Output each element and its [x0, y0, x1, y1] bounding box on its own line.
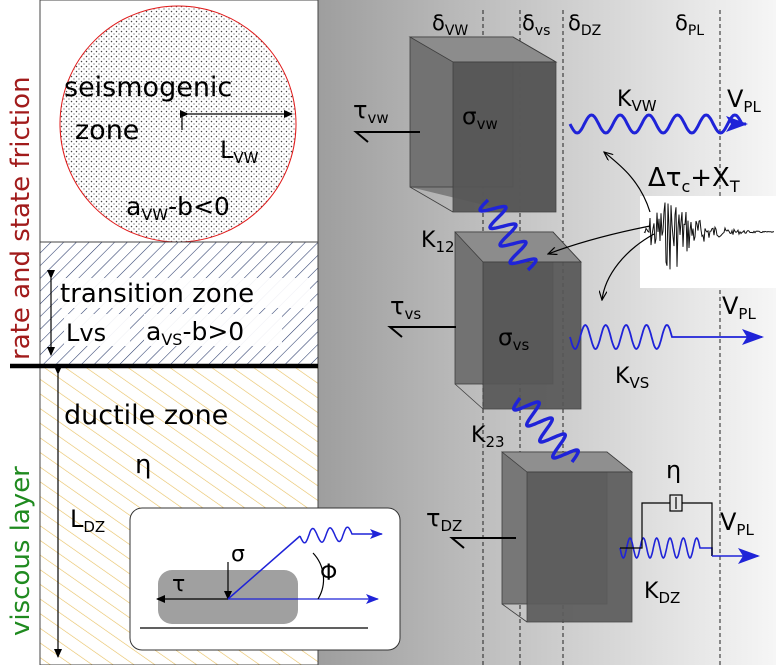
ductile-viscosity: η [135, 450, 151, 480]
tau-vs-arrow [387, 326, 456, 338]
block-dz [500, 451, 634, 623]
inset-resultant-line [227, 535, 301, 600]
tau-vw-arrow [353, 131, 420, 143]
tau-dz-label: τDZ [426, 504, 462, 535]
transition-condition: aVS-b>0 [146, 317, 244, 349]
k23-label: K23 [471, 423, 505, 451]
spring-kdz [619, 536, 713, 560]
spring-k23 [511, 397, 581, 463]
inset-sigma-label: σ [231, 542, 245, 567]
spring-kvs [569, 323, 764, 351]
vpl-label-3: VPL [720, 508, 754, 539]
inset-friction-sketch [129, 507, 401, 651]
seismogenic-title-2: zone [75, 115, 139, 146]
ductile-title: ductile zone [64, 400, 228, 431]
eta-dz-label: η [666, 456, 681, 484]
ldz-label: LDZ [70, 505, 105, 536]
block-vw [408, 36, 558, 213]
k-vs-label: KVS [615, 364, 649, 392]
inset-spring [299, 526, 383, 544]
block-dz-back [526, 471, 633, 623]
seismogenic-title-1: seismogenic [64, 72, 232, 103]
tau-arrows [353, 131, 516, 549]
inset-phi-arc [312, 552, 325, 600]
lvw-label: LVW [220, 136, 259, 167]
tau-dz-arrow [449, 537, 516, 549]
delta-dz-label: δDZ [568, 11, 601, 39]
sigma-vs-label: σvs [498, 325, 529, 354]
side-label-friction: rate and state friction [6, 76, 36, 360]
k-vw-label: KVW [617, 87, 657, 115]
vpl-label-2: VPL [722, 292, 756, 323]
transition-length: Lvs [66, 319, 106, 347]
block-vs [454, 231, 582, 410]
inset-phi-label: Φ [320, 561, 337, 586]
transition-title: transition zone [60, 279, 254, 309]
tau-vs-label: τvs [390, 292, 421, 323]
spring-kvw [568, 113, 748, 135]
seismogram-box [640, 196, 776, 288]
delta-vw-label: δVW [432, 11, 468, 39]
spring-k12 [478, 198, 538, 272]
seismogram-trace [643, 202, 774, 270]
block-vw-back [452, 61, 557, 213]
sigma-vw-label: σvw [462, 104, 498, 133]
tau-vw-label: τvw [353, 96, 389, 127]
left-panel [10, 0, 319, 665]
vpl-label-1: VPL [727, 85, 761, 116]
k-dz-label: KDZ [644, 579, 680, 607]
delta-pl-label: δPL [675, 11, 704, 39]
side-label-viscous: viscous layer [6, 466, 36, 636]
perturbation-arrows [548, 152, 655, 300]
dashpot [620, 494, 760, 564]
inset-tau-label: τ [172, 572, 185, 597]
delta-vs-label: δvs [522, 11, 550, 39]
block-vs-back [482, 261, 582, 410]
seismogenic-condition: aVW-b<0 [126, 192, 230, 224]
k12-label: K12 [421, 228, 455, 256]
perturbation-label: Δτc+XT [648, 163, 740, 196]
